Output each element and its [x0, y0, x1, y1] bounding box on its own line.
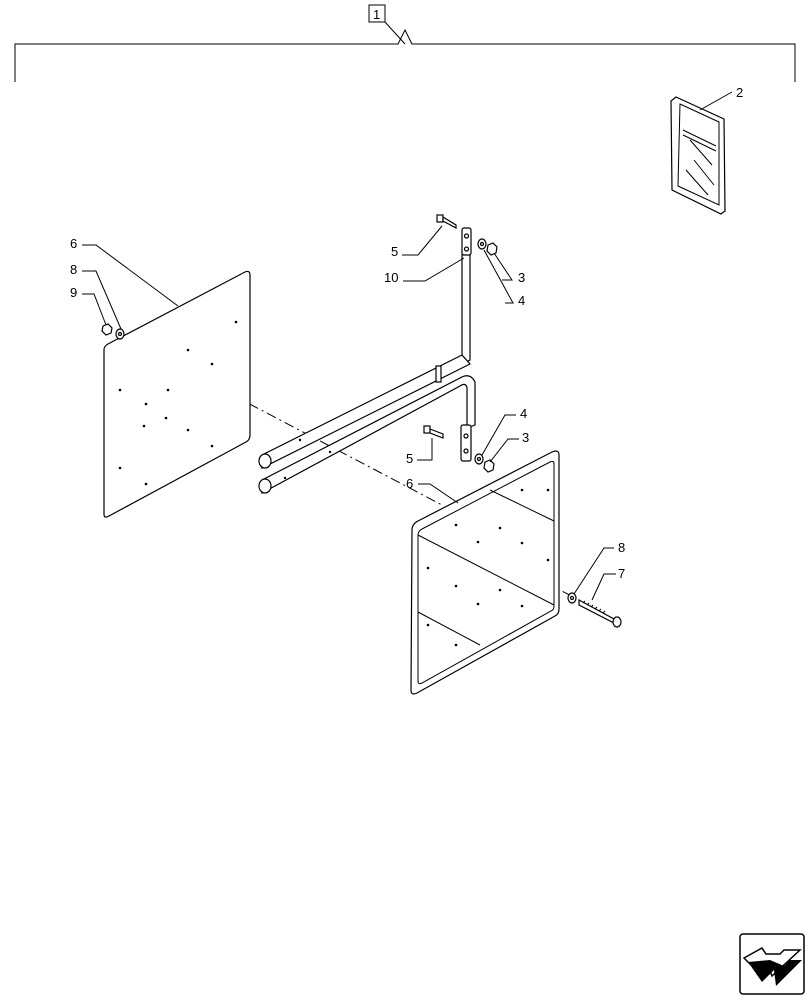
callout-8-right: 8: [618, 540, 625, 555]
mounting-hole: [546, 558, 550, 562]
mounting-hole: [454, 643, 458, 647]
mounting-hole: [546, 488, 550, 492]
manual-booklet-icon: [670, 91, 733, 215]
screw-right: [578, 598, 622, 628]
bracket-frame: [258, 227, 476, 495]
callout-8-left: 8: [70, 262, 77, 277]
alignment-line: [142, 347, 443, 506]
mounting-hole: [498, 526, 502, 530]
mounting-hole: [210, 444, 214, 448]
mounting-hole: [144, 482, 148, 486]
callout-6-left: 6: [70, 236, 77, 251]
mounting-hole: [166, 388, 170, 392]
callout-3-upper: 3: [518, 270, 525, 285]
callout-4-lower: 4: [520, 406, 527, 421]
washer-left: [115, 328, 125, 340]
mounting-hole: [454, 584, 458, 588]
mounting-hole: [118, 388, 122, 392]
mounting-hole: [210, 362, 214, 366]
mounting-hole: [520, 488, 524, 492]
mounting-hole: [234, 320, 238, 324]
callout-5-upper: 5: [391, 244, 398, 259]
callout-10: 10: [384, 270, 398, 285]
bolt-lower: [423, 425, 444, 439]
washer-upper: [477, 238, 487, 250]
nut-lower: [483, 459, 495, 473]
mounting-hole: [142, 424, 146, 428]
callout-5-lower: 5: [406, 451, 413, 466]
callout-4-upper: 4: [518, 293, 525, 308]
panel-left: [103, 270, 251, 518]
mounting-hole: [426, 566, 430, 570]
callout-7: 7: [618, 566, 625, 581]
next-page-arrow-icon[interactable]: [739, 933, 805, 995]
leader-lines: [82, 225, 616, 601]
nut-left: [101, 323, 113, 336]
mounting-hole: [454, 523, 458, 527]
assembly-callout-box: [368, 4, 386, 23]
callout-9: 9: [70, 285, 77, 300]
callout-6-right: 6: [406, 476, 413, 491]
washer-lower: [474, 453, 484, 465]
mounting-hole: [118, 466, 122, 470]
assembly-callout-label: 1: [373, 7, 380, 22]
mounting-hole: [520, 604, 524, 608]
panel-right: [410, 450, 560, 695]
mounting-hole: [186, 428, 190, 432]
mounting-hole: [520, 541, 524, 545]
mounting-hole: [186, 348, 190, 352]
nut-upper: [486, 242, 498, 256]
mounting-hole: [476, 540, 480, 544]
mounting-hole: [426, 623, 430, 627]
callout-2: 2: [736, 85, 743, 100]
mounting-hole: [476, 602, 480, 606]
mounting-hole: [144, 402, 148, 406]
callout-3-lower: 3: [522, 430, 529, 445]
mounting-hole: [164, 416, 168, 420]
bolt-upper: [436, 214, 457, 230]
mounting-hole: [498, 588, 502, 592]
assembly-bracket: 1: [14, 4, 796, 82]
washer-right: [567, 592, 577, 604]
